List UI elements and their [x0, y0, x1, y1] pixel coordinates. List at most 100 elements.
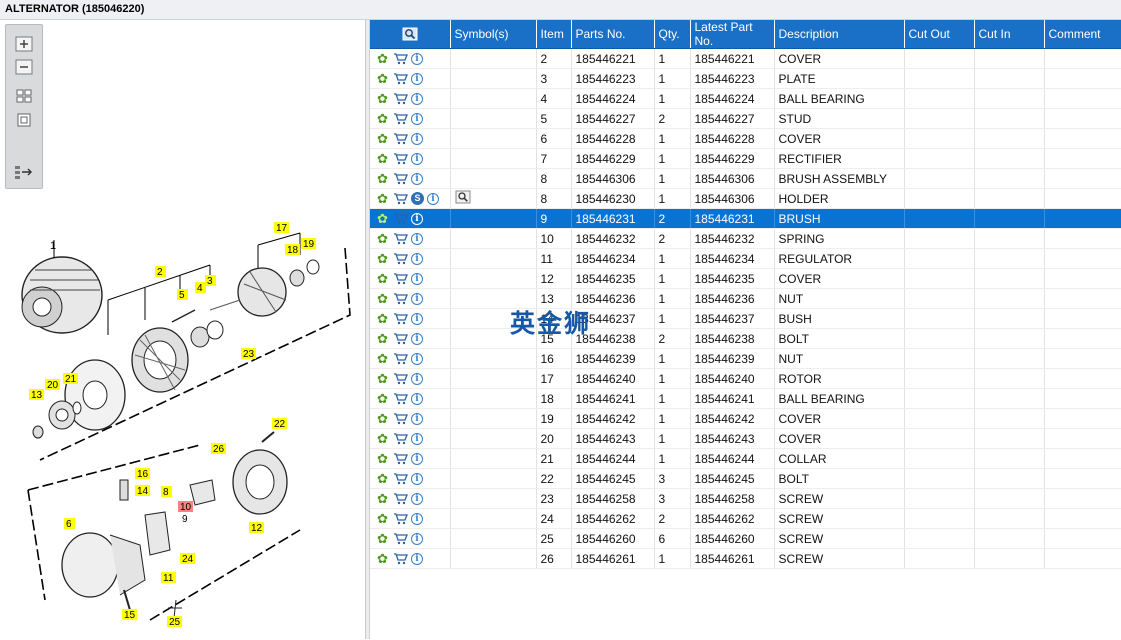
- cart-icon[interactable]: [392, 52, 408, 65]
- column-header-parts-no[interactable]: Parts No.: [571, 20, 655, 49]
- callout-16[interactable]: 16: [137, 469, 149, 480]
- info-icon[interactable]: i: [411, 152, 423, 165]
- fit-grid-button[interactable]: [13, 87, 35, 105]
- actual-size-button[interactable]: [13, 111, 35, 129]
- gear-icon[interactable]: ✿: [377, 531, 388, 546]
- callout-11[interactable]: 11: [163, 573, 174, 584]
- callout-15[interactable]: 15: [124, 610, 136, 621]
- cart-icon[interactable]: [392, 112, 408, 125]
- callout-13[interactable]: 13: [31, 390, 43, 401]
- cart-icon[interactable]: [392, 432, 408, 445]
- gear-icon[interactable]: ✿: [377, 491, 388, 506]
- callout-12[interactable]: 12: [251, 523, 263, 534]
- callout-20[interactable]: 20: [47, 380, 59, 391]
- callout-24[interactable]: 24: [182, 554, 194, 565]
- info-icon[interactable]: i: [411, 432, 423, 445]
- gear-icon[interactable]: ✿: [377, 411, 388, 426]
- cart-icon[interactable]: [392, 552, 408, 565]
- cart-icon[interactable]: [392, 212, 408, 225]
- cart-icon[interactable]: [392, 132, 408, 145]
- cart-icon[interactable]: [392, 92, 408, 105]
- callout-6[interactable]: 6: [66, 519, 72, 530]
- gear-icon[interactable]: ✿: [377, 111, 388, 126]
- cart-icon[interactable]: [392, 72, 408, 85]
- cart-icon[interactable]: [392, 532, 408, 545]
- gear-icon[interactable]: ✿: [377, 251, 388, 266]
- gear-icon[interactable]: ✿: [377, 371, 388, 386]
- info-icon[interactable]: i: [411, 512, 423, 525]
- gear-icon[interactable]: ✿: [377, 151, 388, 166]
- cart-icon[interactable]: [392, 452, 408, 465]
- column-header-item[interactable]: Item: [536, 20, 572, 49]
- callout-18[interactable]: 18: [287, 245, 299, 256]
- cart-icon[interactable]: [392, 412, 408, 425]
- gear-icon[interactable]: ✿: [377, 191, 388, 206]
- callout-21[interactable]: 21: [65, 374, 77, 385]
- gear-icon[interactable]: ✿: [377, 351, 388, 366]
- info-icon[interactable]: i: [411, 112, 423, 125]
- cart-icon[interactable]: [392, 232, 408, 245]
- info-icon[interactable]: i: [411, 392, 423, 405]
- callout-26[interactable]: 26: [213, 444, 225, 455]
- info-icon[interactable]: i: [411, 132, 423, 145]
- info-icon[interactable]: i: [411, 252, 423, 265]
- cart-icon[interactable]: [392, 472, 408, 485]
- column-header-search[interactable]: [370, 20, 451, 49]
- info-icon[interactable]: i: [411, 492, 423, 505]
- info-icon[interactable]: i: [411, 292, 423, 305]
- gear-icon[interactable]: ✿: [377, 271, 388, 286]
- info-icon[interactable]: i: [411, 352, 423, 365]
- gear-icon[interactable]: ✿: [377, 511, 388, 526]
- view-symbol-icon[interactable]: [455, 190, 471, 204]
- info-icon[interactable]: i: [411, 212, 423, 225]
- cart-icon[interactable]: [392, 172, 408, 185]
- callout-17[interactable]: 17: [276, 223, 288, 234]
- callout-2[interactable]: 2: [157, 267, 163, 278]
- info-icon[interactable]: i: [411, 552, 423, 565]
- gear-icon[interactable]: ✿: [377, 291, 388, 306]
- gear-icon[interactable]: ✿: [377, 471, 388, 486]
- column-header-cut-out[interactable]: Cut Out: [904, 20, 975, 49]
- supersession-icon[interactable]: S: [411, 192, 424, 205]
- info-icon[interactable]: i: [411, 332, 423, 345]
- cart-icon[interactable]: [392, 392, 408, 405]
- gear-icon[interactable]: ✿: [377, 431, 388, 446]
- info-icon[interactable]: i: [411, 52, 423, 65]
- cart-icon[interactable]: [392, 512, 408, 525]
- info-icon[interactable]: i: [411, 452, 423, 465]
- info-icon[interactable]: i: [411, 92, 423, 105]
- gear-icon[interactable]: ✿: [377, 451, 388, 466]
- cart-icon[interactable]: [392, 372, 408, 385]
- callout-3[interactable]: 3: [207, 276, 213, 287]
- info-icon[interactable]: i: [411, 172, 423, 185]
- info-icon[interactable]: i: [411, 532, 423, 545]
- gear-icon[interactable]: ✿: [377, 331, 388, 346]
- cart-icon[interactable]: [392, 252, 408, 265]
- cart-icon[interactable]: [392, 492, 408, 505]
- callout-22[interactable]: 22: [274, 419, 286, 430]
- callout-19[interactable]: 19: [303, 239, 315, 250]
- exploded-parts-diagram[interactable]: 1 2 3 4 5 6 8 9 10 11 12 13 14 15 16 17 …: [0, 200, 366, 640]
- gear-icon[interactable]: ✿: [377, 211, 388, 226]
- gear-icon[interactable]: ✿: [377, 91, 388, 106]
- zoom-out-button[interactable]: [13, 58, 35, 76]
- info-icon[interactable]: i: [411, 372, 423, 385]
- panel-splitter[interactable]: [366, 20, 370, 639]
- cart-icon[interactable]: [392, 192, 408, 205]
- info-icon[interactable]: i: [411, 72, 423, 85]
- callout-23[interactable]: 23: [243, 349, 255, 360]
- gear-icon[interactable]: ✿: [377, 311, 388, 326]
